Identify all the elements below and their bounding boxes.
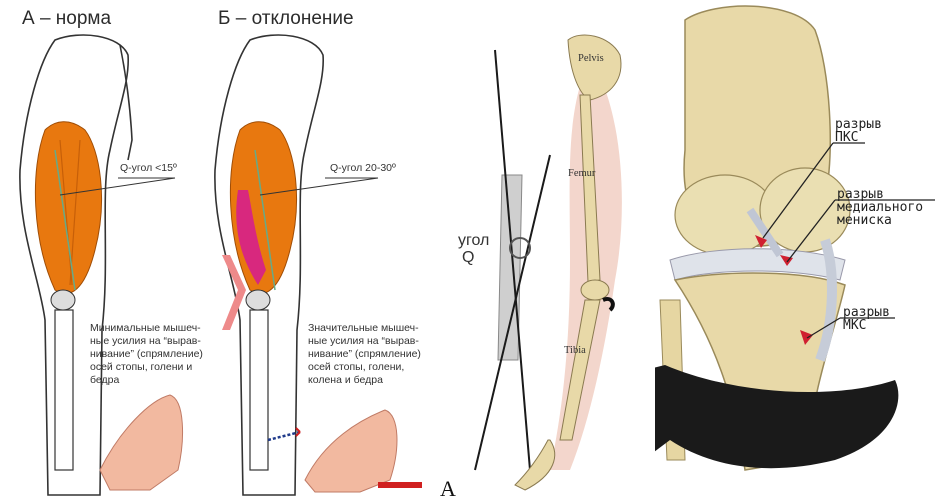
femur-label: Femur (568, 167, 595, 180)
foot-b (305, 410, 397, 492)
q-angle-a-label: Q-угол <15º (120, 162, 177, 175)
right-panel: разрыв ПКС разрыв медиального мениска ра… (655, 0, 944, 501)
caption-b: Значительные мышеч- ные усилия на “вырав… (308, 322, 421, 387)
caption-a: Минимальные мышеч- ные усилия на “вырав-… (90, 322, 203, 387)
foot-a (100, 395, 183, 490)
legs-illustration (0, 0, 440, 501)
knee-illustration (655, 0, 944, 501)
angle-label: угол Q (458, 232, 489, 266)
tibia-label: Tibia (564, 344, 586, 357)
label-menisk: разрыв медиального мениска (837, 188, 923, 227)
left-panel: А – норма Б – отклонение (0, 0, 440, 501)
label-mks: разрыв МКС (843, 306, 890, 332)
pelvis-label: Pelvis (578, 52, 604, 65)
q-angle-b-label: Q-угол 20-30º (330, 162, 396, 175)
bottom-letter: А (440, 476, 456, 502)
pelvis-bone (568, 35, 621, 100)
middle-panel: угол Q Pelvis Femur Tibia А (440, 0, 655, 501)
label-pks: разрыв ПКС (835, 118, 882, 144)
